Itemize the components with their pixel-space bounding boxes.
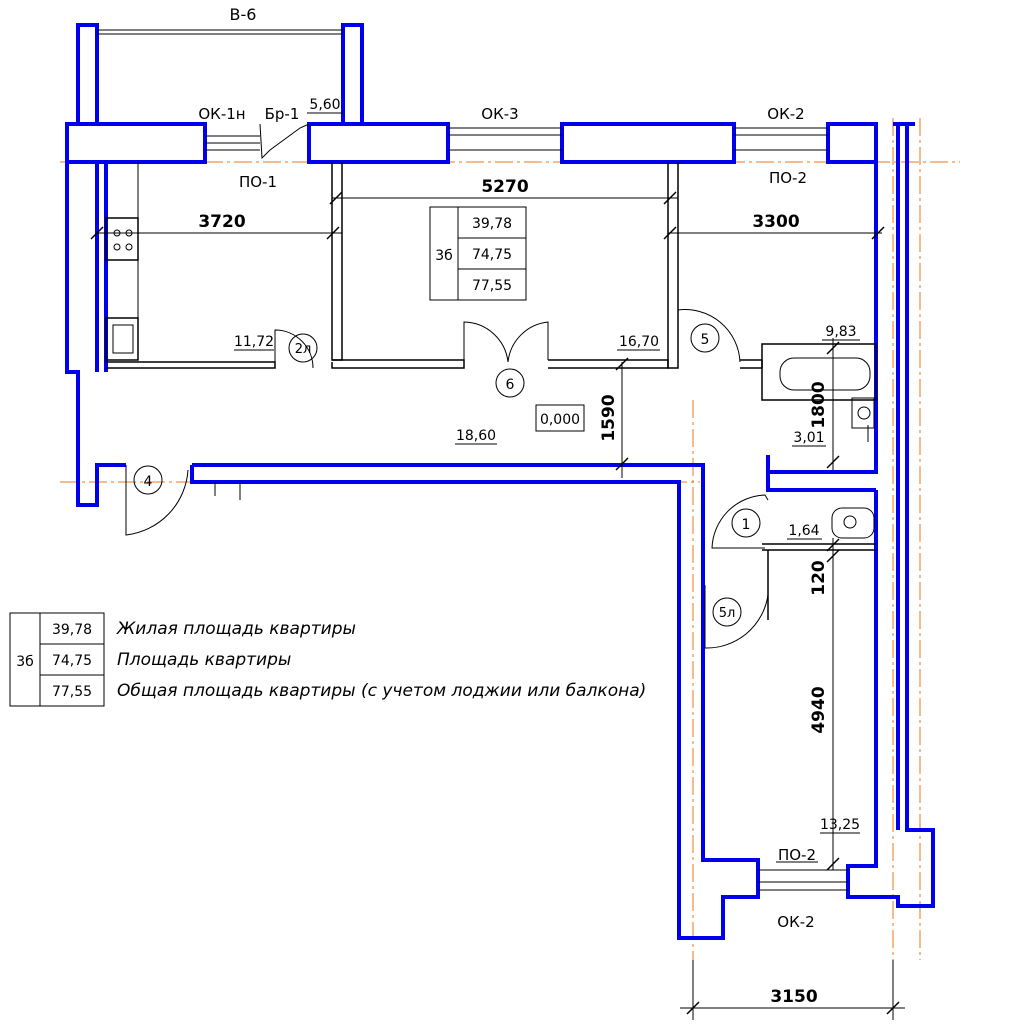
label-window-ok3: ОК-3	[481, 105, 518, 123]
room-table-living-area: 39,78	[472, 216, 512, 232]
label-window-ok2-bottom: ОК-2	[777, 913, 814, 931]
legend-text: Жилая площадь квартиры	[116, 619, 356, 639]
area-toilet: 1,64	[788, 523, 819, 539]
level-value: 0,000	[540, 412, 580, 428]
label-sill-po2-top: ПО-2	[769, 169, 807, 187]
label-balcony: В-6	[230, 5, 257, 24]
label-balcony-area: 5,60	[309, 97, 340, 113]
legend-value: 77,55	[52, 684, 92, 700]
area-living: 16,70	[619, 334, 659, 350]
door-label-5l: 5л	[719, 606, 736, 621]
walls	[65, 23, 935, 940]
dim-3150: 3150	[770, 987, 817, 1007]
legend-value: 74,75	[52, 653, 92, 669]
door-label-4: 4	[144, 474, 153, 490]
legend-value: 39,78	[52, 622, 92, 638]
legend-code: 3б	[16, 654, 34, 670]
room-table-total-area: 77,55	[472, 278, 512, 294]
door-markers	[133, 323, 761, 627]
dim-5270: 5270	[481, 177, 528, 197]
legend-table	[9, 612, 105, 707]
legend-text: Общая площадь квартиры (с учетом лоджии …	[117, 681, 646, 701]
label-sill-po1: ПО-1	[239, 173, 277, 191]
area-hall: 18,60	[456, 428, 496, 444]
area-underlines	[234, 112, 860, 863]
door-label-1: 1	[742, 517, 751, 533]
label-window-ok2-top: ОК-2	[767, 105, 804, 123]
dim-1590: 1590	[599, 394, 619, 441]
legend-text: Площадь квартиры	[117, 650, 291, 670]
label-door-br1: Бр-1	[265, 105, 300, 123]
door-marker-1	[731, 508, 761, 538]
room-table-code: 3б	[435, 248, 453, 264]
dimension-lines	[90, 191, 905, 1020]
area-wc-small: 3,01	[793, 430, 824, 446]
dim-1800: 1800	[809, 381, 829, 428]
level-box	[535, 404, 585, 432]
door-marker-2l	[288, 333, 318, 363]
door-swings	[125, 305, 769, 649]
door-marker-4	[133, 465, 163, 495]
label-sill-po2-bottom: ПО-2	[778, 846, 816, 864]
dim-3300: 3300	[752, 212, 799, 232]
area-bedroom: 13,25	[820, 817, 860, 833]
area-bath: 9,83	[825, 324, 856, 340]
dim-3720: 3720	[198, 212, 245, 232]
label-window-ok1n: ОК-1н	[198, 105, 245, 123]
door-marker-5l	[712, 597, 742, 627]
room-area-table	[429, 206, 527, 301]
dim-4940: 4940	[809, 686, 829, 733]
area-kitchen: 11,72	[234, 334, 274, 350]
text-labels: В-6 ОК-1н Бр-1 5,60 ОК-3 ОК-2 ПО-1 ПО-2 …	[16, 5, 860, 1007]
door-label-6: 6	[506, 377, 515, 393]
door-marker-6	[495, 368, 525, 398]
partitions	[97, 29, 877, 891]
door-label-2l: 2л	[295, 342, 312, 357]
dim-120: 120	[809, 560, 829, 596]
door-label-5: 5	[701, 332, 710, 348]
room-table-apartment-area: 74,75	[472, 247, 512, 263]
door-marker-5	[690, 323, 720, 353]
